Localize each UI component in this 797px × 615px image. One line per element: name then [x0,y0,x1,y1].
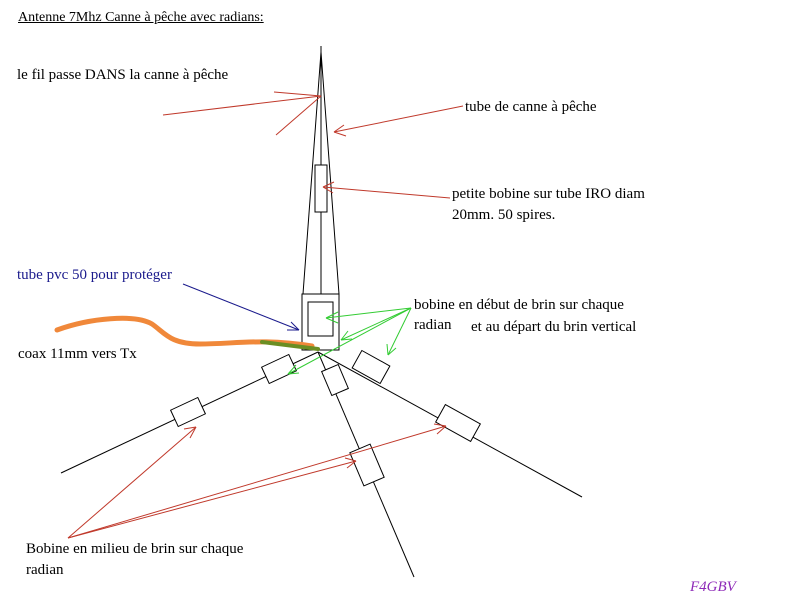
small-coil [314,164,328,213]
diagram-title: Antenne 7Mhz Canne à pêche avec radians: [18,10,264,25]
label-start-coil-2b: et au départ du brin vertical [471,319,637,335]
signature: F4GBV [690,579,736,595]
coax-cable [54,315,315,349]
mid-coil-left [169,396,207,428]
green-arrows [287,307,412,375]
label-start-coil-1: bobine en début de brin sur chaque [414,297,624,313]
label-pvc-tube: tube pvc 50 pour protéger [17,267,172,283]
pvc-tube [301,293,340,351]
coax-entry [260,340,320,351]
base-coil [307,301,334,337]
label-mid-coil-2: radian [26,562,64,578]
label-start-coil-2a: radian [414,317,452,333]
start-coil-bottom [320,363,350,397]
label-mid-coil-1: Bobine en milieu de brin sur chaque [26,541,244,557]
mid-coil-bottom [349,443,385,487]
start-coil-right [351,349,391,385]
label-small-coil-2: 20mm. 50 spires. [452,207,556,223]
red-arrows [67,91,464,539]
label-wire-inside: le fil passe DANS la canne à pêche [17,67,229,83]
label-small-coil-1: petite bobine sur tube IRO diam [452,186,645,202]
mid-coil-right [434,403,482,443]
label-coax: coax 11mm vers Tx [18,346,137,362]
label-rod-tube: tube de canne à pêche [465,99,597,115]
blue-arrow [182,283,300,331]
start-coil-left [260,353,298,385]
